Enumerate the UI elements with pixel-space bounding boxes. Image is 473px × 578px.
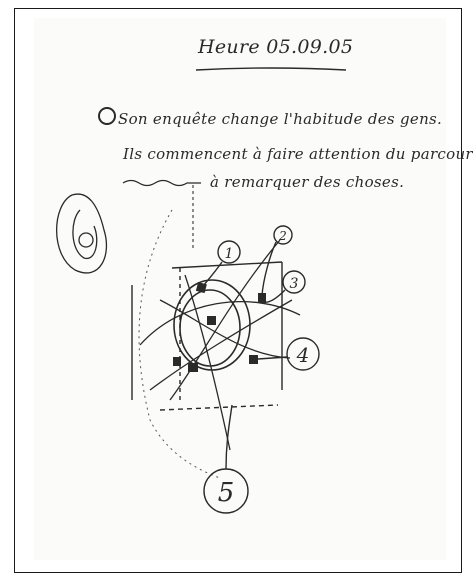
ear-doodle xyxy=(57,194,107,273)
squiggle-line xyxy=(123,181,201,186)
sketch-label-1: 1 xyxy=(225,246,234,262)
crossing-paths xyxy=(140,240,300,450)
sketch-label-2: 2 xyxy=(278,229,287,243)
sketch-label-5: 5 xyxy=(218,478,235,508)
box-frame xyxy=(132,262,282,410)
sketch-label-3: 3 xyxy=(290,276,299,292)
sketch-label-4: 4 xyxy=(296,343,310,367)
